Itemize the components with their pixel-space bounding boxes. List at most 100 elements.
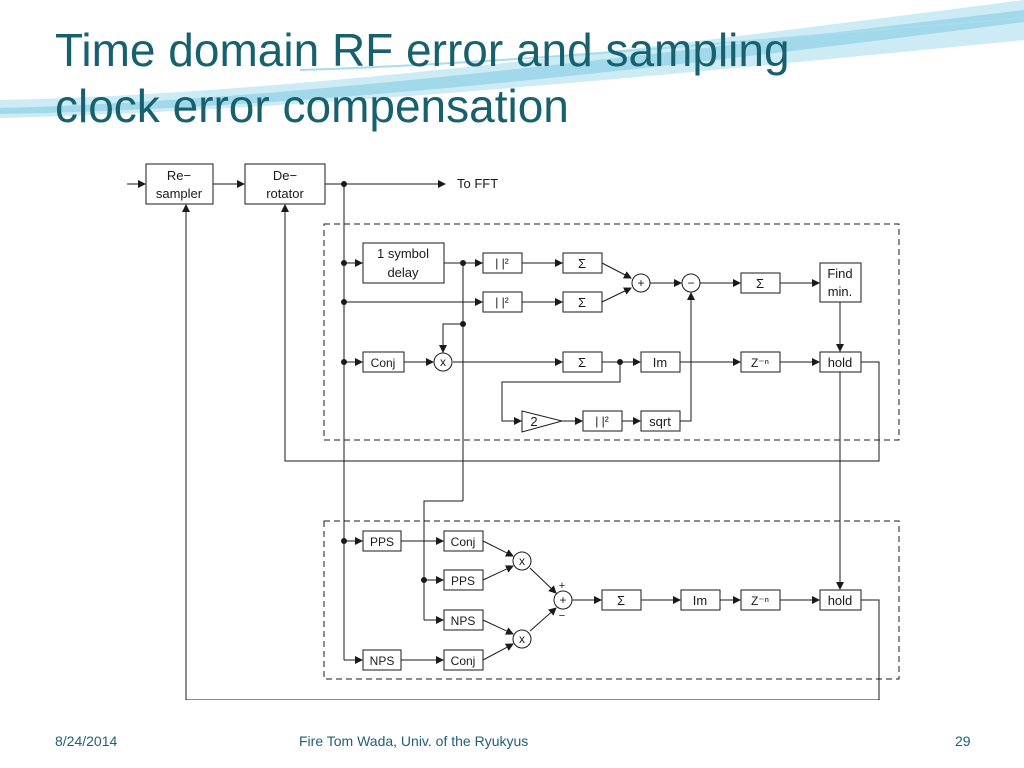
wire-sigma-a-plus [601, 262, 632, 279]
hold-label-upper: hold [828, 355, 853, 370]
pps-block-mid [443, 569, 484, 591]
to-fft-label: To FFT [457, 176, 498, 191]
abs2-label-c: | |² [595, 414, 609, 428]
footer-date: 8/24/2014 [55, 733, 118, 749]
wave-line [299, 17, 1024, 71]
wire-conj-mult-top [482, 540, 514, 557]
resampler-block [145, 163, 214, 205]
wire-conj-mult-bot [482, 643, 514, 661]
pps-label-mid: PPS [451, 574, 475, 588]
delay-block [362, 242, 445, 284]
im-label-upper: Im [653, 355, 667, 370]
upper-dashed-region [323, 223, 900, 441]
im-block-upper [640, 351, 681, 373]
junction-dot [421, 577, 427, 583]
slide-title: Time domain RF error and sampling clock … [55, 22, 955, 134]
sigma-label-lower: Σ [617, 593, 625, 608]
diagram-panel: Re− sampler De− rotator To FFT 1 symbol … [127, 160, 902, 701]
zn-label-upper: Z⁻ⁿ [751, 356, 769, 370]
wire-sqrt-minus [680, 292, 695, 422]
junction-dot [460, 260, 466, 266]
conj-block-upper [362, 351, 405, 373]
junction-dot [341, 181, 347, 187]
junction-dot [617, 359, 623, 365]
im-label-lower: Im [693, 593, 707, 608]
header-wave [0, 0, 1024, 118]
findmin-block [819, 262, 862, 303]
hold-block-upper [819, 351, 862, 373]
multiplier-circle-lower-top [512, 551, 532, 571]
sigma-block-c [740, 272, 781, 294]
subtractor-circle [681, 273, 701, 293]
wire-tap-lower [423, 500, 463, 620]
adder-circle-lower [553, 590, 573, 610]
sigma-block-b [562, 291, 603, 313]
wire-mult-bot-sum [529, 607, 557, 632]
wire-nps-mult-bot [482, 619, 514, 635]
hold-block-lower [819, 589, 862, 611]
sigma-label-b: Σ [578, 295, 586, 310]
footer-author: Fire Tom Wada, Univ. of the Ryukyus [299, 733, 529, 749]
pps-block-left [362, 530, 402, 552]
nps-block-left [362, 649, 402, 671]
subtractor-label: − [687, 276, 694, 290]
sqrt-label: sqrt [649, 414, 671, 429]
footer-page-number: 29 [955, 733, 971, 749]
feedback-derotator [281, 204, 880, 462]
junction-dot [341, 260, 347, 266]
multiplier-circle-upper [433, 352, 453, 372]
resampler-label-2: sampler [156, 186, 203, 201]
sigma-block-lower [601, 589, 642, 611]
zn-block-upper [740, 351, 781, 373]
abs2-label-b: | |² [495, 295, 509, 309]
conj-block-lower-bottom [443, 649, 484, 671]
conj-label-upper: Conj [371, 356, 396, 370]
nps-label-left: NPS [370, 654, 395, 668]
gain-triangle [521, 410, 564, 433]
sigma-label-c: Σ [756, 276, 764, 291]
wire-mult-top-sum [529, 567, 557, 594]
multiplier-label-upper: x [440, 355, 446, 369]
junction-dot [341, 359, 347, 365]
conj-label-lower-top: Conj [451, 535, 476, 549]
adder-plus-sign: + [559, 580, 565, 592]
sigma-block-a [562, 252, 603, 274]
abs2-block-a [482, 252, 523, 274]
zn-label-lower: Z⁻ⁿ [751, 594, 769, 608]
junction-dot [460, 321, 466, 327]
zn-block-lower [740, 589, 781, 611]
abs2-block-c [582, 410, 623, 432]
wave-band-light [0, 0, 1024, 118]
junction-dot [341, 538, 347, 544]
title-line-1: Time domain RF error and sampling [55, 24, 790, 76]
title-line-2: clock error compensation [55, 80, 569, 132]
multiplier-circle-lower-bottom [512, 629, 532, 649]
lower-dashed-region [323, 520, 900, 680]
hold-label-lower: hold [828, 593, 853, 608]
derotator-block [244, 163, 326, 205]
wire-sigma-gain [501, 362, 621, 425]
pps-label-left: PPS [370, 535, 394, 549]
nps-label-mid: NPS [451, 614, 476, 628]
conj-block-lower-top [443, 530, 484, 552]
gain-label: 2 [530, 414, 537, 429]
delay-label-1: 1 symbol [377, 246, 429, 261]
im-block-lower [680, 589, 721, 611]
derotator-label-2: rotator [266, 186, 304, 201]
wire-pps-mult-top [482, 565, 514, 581]
findmin-label-2: min. [828, 284, 853, 299]
sigma-label-d: Σ [578, 355, 586, 370]
conj-label-lower-bottom: Conj [451, 654, 476, 668]
derotator-label-1: De− [273, 168, 297, 183]
adder-label: + [637, 276, 644, 290]
findmin-label-1: Find [827, 266, 852, 281]
junction-dot [341, 299, 347, 305]
adder-minus-sign: − [559, 610, 565, 622]
sigma-block-d [562, 351, 603, 373]
abs2-block-b [482, 291, 523, 313]
sigma-label-a: Σ [578, 256, 586, 271]
nps-block-mid [443, 609, 484, 631]
adder-circle [631, 273, 651, 293]
multiplier-label-lower-bottom: x [519, 632, 525, 646]
